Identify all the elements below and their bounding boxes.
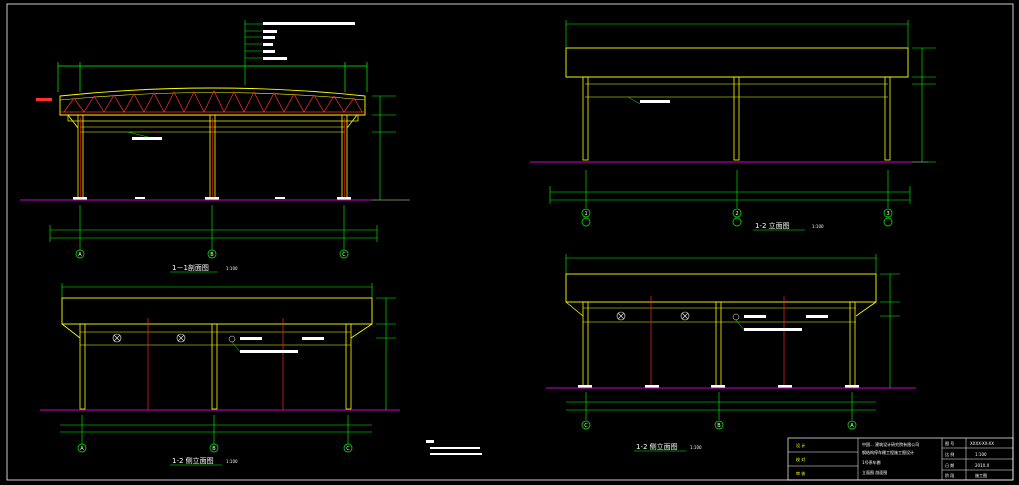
title-block-date-label: 日 期 bbox=[945, 462, 954, 468]
title-block: 设 计 校 对 审 核 中国... 建筑设计研究院有限公司 钢结构停车棚工程施工… bbox=[787, 437, 1014, 481]
title-block-line-2: 钢结构停车棚工程施工图设计 bbox=[862, 449, 914, 455]
side-left-top-dimension bbox=[61, 283, 373, 298]
front-axis-3: 3 bbox=[887, 211, 890, 217]
side-right-columns bbox=[582, 301, 856, 387]
side-right-light-icons bbox=[616, 311, 690, 321]
side-right-axis-a: A bbox=[850, 423, 854, 429]
side-right-axis-c: C bbox=[584, 423, 588, 429]
title-block-drawing-no-value: XXXX-XX-XX bbox=[970, 441, 994, 446]
side-left-axis-a: A bbox=[80, 446, 84, 452]
front-scale: 1:100 bbox=[812, 224, 824, 229]
side-left-scale: 1:100 bbox=[226, 459, 238, 464]
side-right-title: 1-2 侧立面图 bbox=[636, 442, 678, 451]
title-block-stage-value: 施工图 bbox=[975, 472, 987, 478]
front-axis-1: 1 bbox=[585, 211, 588, 217]
front-roof-fascia bbox=[565, 47, 909, 78]
front-right-dimension bbox=[912, 47, 936, 163]
section-axis-c: C bbox=[342, 252, 346, 258]
side-right-right-dimension bbox=[880, 273, 900, 388]
section-axis-a: A bbox=[78, 252, 82, 258]
side-right-bottom-dimension bbox=[566, 392, 876, 420]
side-left-roof-fascia bbox=[61, 297, 373, 325]
title-block-designer-label: 设 计 bbox=[796, 442, 805, 448]
front-axis-2: 2 bbox=[736, 211, 739, 217]
section-roof-outline bbox=[59, 87, 366, 116]
side-left-axis-c: C bbox=[346, 446, 350, 452]
side-right-axis-b: B bbox=[717, 423, 721, 429]
side-elevation-left-view: A B C 1-2 侧立面图 1:100 bbox=[40, 283, 482, 466]
section-right-dimension bbox=[372, 95, 410, 201]
title-block-approver-label: 审 核 bbox=[796, 470, 805, 476]
title-block-line-4: 立面图 剖面图 bbox=[862, 469, 887, 475]
title-block-scale-label: 比 例 bbox=[945, 451, 954, 457]
side-left-red-posts bbox=[147, 318, 284, 410]
side-right-red-posts bbox=[650, 296, 785, 387]
side-left-title: 1-2 侧立面图 bbox=[172, 456, 214, 465]
side-left-axis-bubbles bbox=[77, 443, 353, 453]
front-axis-bubbles bbox=[581, 208, 893, 227]
title-block-scale-value: 1:100 bbox=[975, 452, 987, 457]
title-block-date-value: 201X.X bbox=[975, 463, 990, 468]
section-left-marker bbox=[36, 98, 52, 101]
notes-block bbox=[426, 440, 482, 455]
side-right-top-dimension bbox=[565, 254, 877, 274]
title-block-stage-label: 阶 段 bbox=[945, 472, 954, 478]
section-scale: 1:100 bbox=[226, 266, 238, 271]
section-axis-bubbles bbox=[75, 249, 349, 259]
front-title: 1-2 立面图 bbox=[755, 221, 790, 230]
sheet-border bbox=[6, 3, 1014, 481]
front-bottom-dimension bbox=[549, 170, 911, 208]
section-bottom-dimension bbox=[49, 205, 378, 250]
section-column-centerlines bbox=[80, 118, 345, 198]
front-columns bbox=[582, 76, 891, 161]
title-block-checker-label: 校 对 bbox=[796, 456, 805, 462]
side-right-roof-fascia bbox=[565, 273, 877, 303]
side-left-light-icons bbox=[112, 333, 186, 343]
section-roof-truss bbox=[63, 90, 363, 113]
section-title: 1－1剖面图 bbox=[172, 263, 209, 272]
side-right-bases bbox=[578, 385, 859, 388]
section-bases bbox=[73, 197, 351, 200]
side-elevation-right-view: C B A 1-2 侧立面图 1:100 bbox=[546, 254, 916, 452]
title-block-line-1: 中国... 建筑设计研究院有限公司 bbox=[862, 441, 919, 447]
section-view: A B C 1－1剖面图 1:100 bbox=[20, 20, 410, 273]
section-top-dimension bbox=[57, 62, 368, 92]
side-left-axis-b: B bbox=[212, 446, 216, 452]
side-left-columns bbox=[79, 323, 352, 410]
title-block-drawing-no-label: 图 号 bbox=[945, 440, 954, 446]
section-axis-b: B bbox=[210, 252, 214, 258]
front-elevation-view: 1 2 3 1-2 立面图 1:100 bbox=[530, 20, 936, 231]
side-left-right-dimension bbox=[376, 297, 396, 410]
section-callout-text-bars bbox=[263, 22, 355, 60]
side-right-axis-bubbles bbox=[581, 420, 857, 430]
front-top-dimension bbox=[565, 20, 909, 48]
side-left-bottom-dimension bbox=[60, 415, 372, 444]
title-block-line-3: 1号停车棚 bbox=[862, 459, 881, 465]
side-right-scale: 1:100 bbox=[690, 445, 702, 450]
